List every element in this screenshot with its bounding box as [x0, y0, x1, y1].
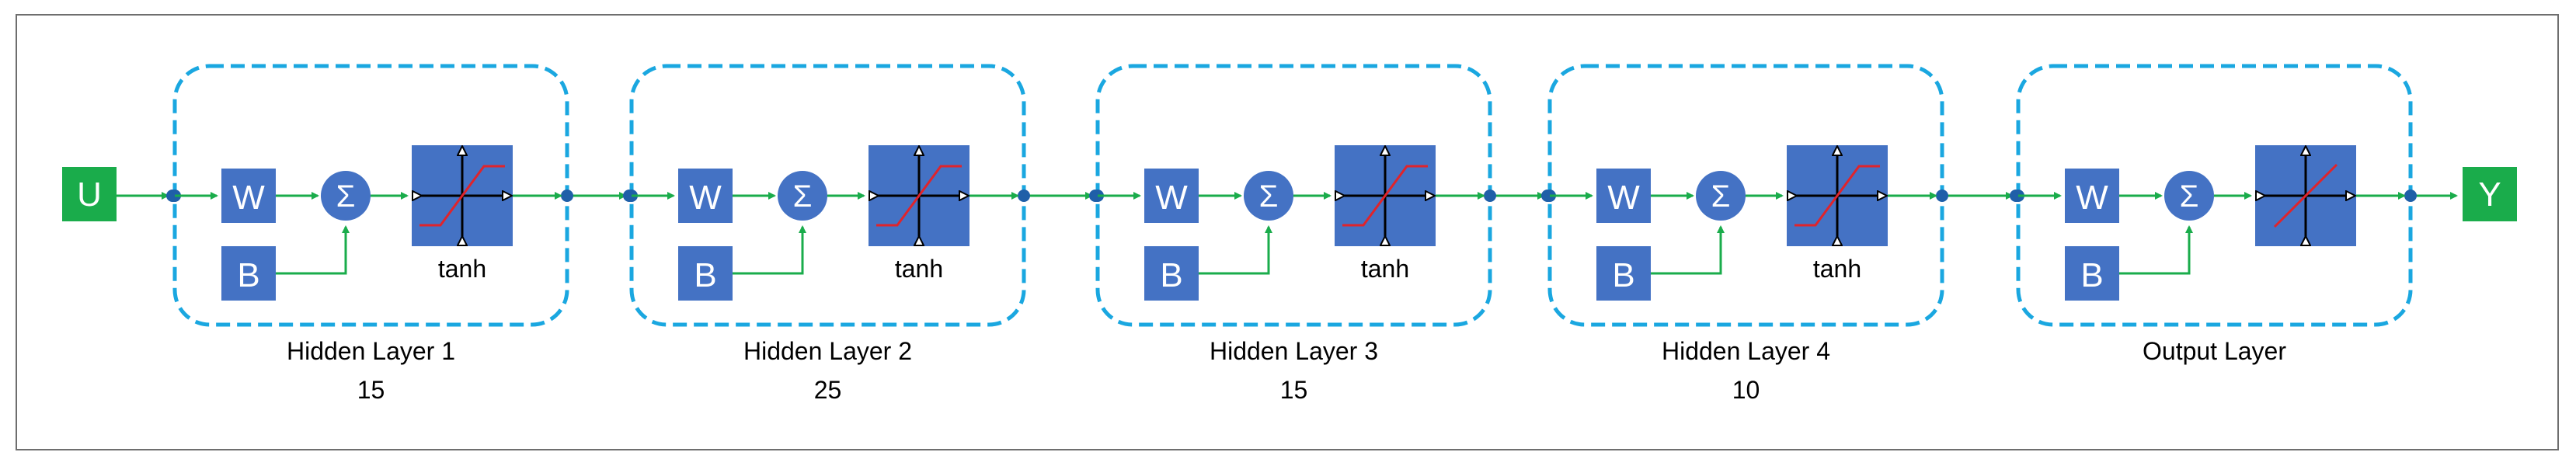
activation-label: tanh: [1361, 255, 1409, 283]
bias-arrow: [733, 225, 806, 275]
weight-block: [1596, 169, 1651, 223]
layer-name: Hidden Layer 3: [1210, 337, 1378, 365]
layer-size: 25: [814, 376, 842, 404]
sum-node: [1244, 171, 1293, 221]
layer-name: Hidden Layer 2: [743, 337, 912, 365]
bias-label: B: [237, 256, 259, 294]
junction-dot: [561, 190, 573, 202]
weight-block: [2065, 169, 2119, 223]
sum-symbol: Σ: [336, 179, 356, 214]
diagram-frame: [16, 14, 2559, 450]
input-label: U: [77, 176, 102, 214]
layer-size: 10: [1732, 376, 1760, 404]
sum-node: [2164, 171, 2214, 221]
output-label: Y: [2478, 176, 2501, 214]
bias-block: [2065, 246, 2119, 301]
junction-dot: [1018, 190, 1030, 202]
bias-arrow: [276, 225, 350, 275]
weight-label: W: [689, 179, 722, 217]
bias-arrow: [1199, 225, 1272, 275]
tanh-curve: [1342, 165, 1428, 227]
layer-size: 15: [357, 376, 385, 404]
layer-name: Output Layer: [2143, 337, 2286, 365]
layer-name: Hidden Layer 1: [287, 337, 455, 365]
weight-block: [678, 169, 733, 223]
bias-label: B: [1160, 256, 1182, 294]
junction-dot: [1936, 190, 1948, 202]
sum-symbol: Σ: [793, 179, 813, 214]
sum-symbol: Σ: [1711, 179, 1731, 214]
layer-5: W Σ B Output Layer: [2012, 64, 2417, 365]
tanh-curve: [1794, 165, 1880, 227]
junction-dot: [2404, 190, 2417, 202]
sum-node: [321, 171, 371, 221]
weight-label: W: [232, 179, 265, 217]
activation-label: tanh: [438, 255, 486, 283]
output-block: [2463, 167, 2517, 221]
weight-block: [221, 169, 276, 223]
bias-block: [1144, 246, 1199, 301]
bias-block: [1596, 246, 1651, 301]
weight-label: W: [1155, 179, 1188, 217]
bias-block: [678, 246, 733, 301]
tanh-curve: [876, 165, 962, 227]
bias-label: B: [2080, 256, 2103, 294]
layer-name: Hidden Layer 4: [1662, 337, 1830, 365]
bias-block: [221, 246, 276, 301]
activation-label: tanh: [1813, 255, 1861, 283]
weight-label: W: [2076, 179, 2108, 217]
weight-block: [1144, 169, 1199, 223]
sum-symbol: Σ: [1259, 179, 1279, 214]
sum-node: [778, 171, 827, 221]
sum-symbol: Σ: [2180, 179, 2199, 214]
bias-arrow: [2119, 225, 2193, 275]
linear-curve: [2273, 163, 2338, 228]
junction-dot: [1484, 190, 1496, 202]
activation-label: tanh: [895, 255, 943, 283]
bias-label: B: [694, 256, 716, 294]
input-block: [62, 167, 117, 221]
bias-arrow: [1651, 225, 1725, 275]
layer-size: 15: [1280, 376, 1308, 404]
tanh-curve: [419, 165, 505, 227]
weight-label: W: [1607, 179, 1640, 217]
bias-label: B: [1612, 256, 1634, 294]
sum-node: [1696, 171, 1746, 221]
